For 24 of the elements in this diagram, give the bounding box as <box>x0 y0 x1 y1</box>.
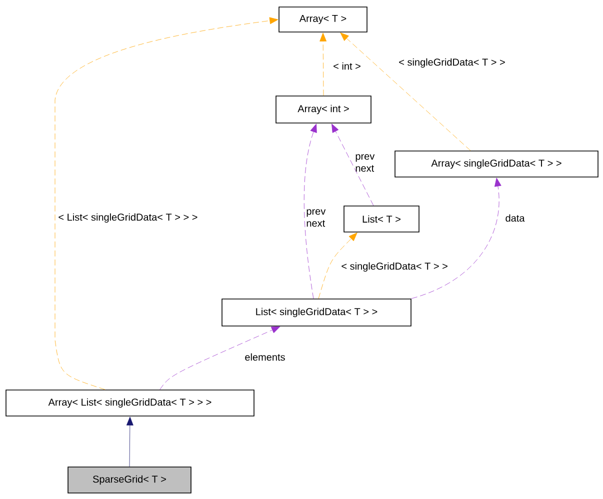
edge-label: data <box>506 214 525 222</box>
class-box: Array< int > <box>276 96 372 124</box>
edge-label: < int > <box>334 62 360 70</box>
arrow <box>411 178 502 299</box>
class-box: List< singleGridData< T > > <box>222 298 412 326</box>
class-box: Array< singleGridData< T > > <box>394 150 598 178</box>
class-box: Array< List< singleGridData< T > > > <box>6 390 254 416</box>
arrow <box>54 17 278 390</box>
edge-label: < singleGridData< T > > <box>342 262 448 272</box>
edge-label: < singleGridData< T > > <box>399 58 505 68</box>
edge-label: elements <box>245 353 285 361</box>
class-box: List< T > <box>344 206 420 232</box>
arrow <box>320 32 327 96</box>
arrow <box>318 232 358 299</box>
edge-label: < List< singleGridData< T > > > <box>58 213 198 223</box>
class-box: Array< T > <box>278 6 368 32</box>
arrow <box>304 124 317 299</box>
arrow <box>332 124 374 206</box>
arrow <box>160 326 280 390</box>
arrow <box>340 32 471 151</box>
arrow <box>126 416 134 467</box>
class-box: SparseGrid< T > <box>68 466 192 494</box>
edge-label: prev next <box>306 209 326 227</box>
edge-label: prev next <box>356 154 375 172</box>
